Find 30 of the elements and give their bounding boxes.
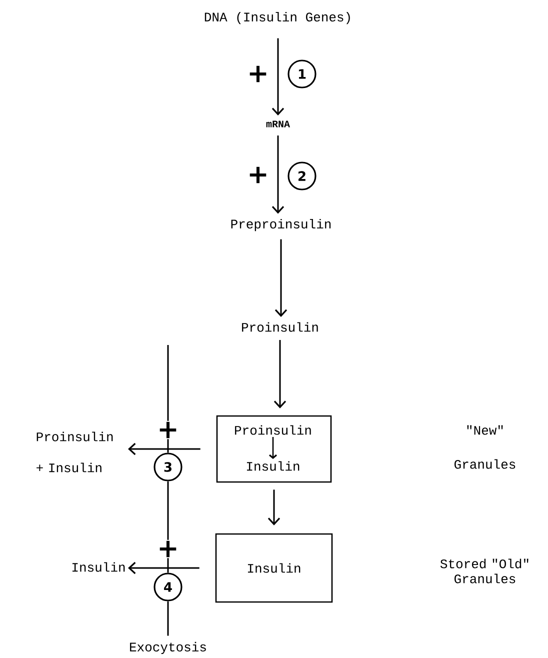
arrow: [128, 442, 200, 456]
arrow: [272, 136, 284, 214]
plus-sign: +: [156, 540, 180, 558]
granule-box: Insulin: [215, 533, 333, 603]
molecule-label: Insulin: [246, 461, 300, 471]
plus-sign: +: [156, 420, 180, 440]
granule-note: Granules: [454, 459, 516, 469]
plus-sign: +: [246, 64, 270, 84]
arrow: [272, 38, 284, 116]
plus-sign: +: [246, 166, 270, 184]
molecule-label: Preproinsulin: [231, 218, 331, 232]
molecule-label: Proinsulin: [235, 425, 311, 435]
gene-label: DNA (Insulin Genes): [204, 12, 350, 24]
step-number: 3: [154, 452, 182, 482]
arrow: [274, 239, 288, 318]
product-label: Insulin: [72, 562, 125, 572]
arrow: [128, 562, 200, 574]
step-number: 2: [288, 162, 316, 190]
arrow: [268, 490, 280, 526]
product-label: Proinsulin + Insulin: [36, 432, 113, 472]
step-number: 1: [288, 60, 316, 88]
granule-note: Stored "Old" Granules: [440, 558, 528, 584]
arrow: [274, 340, 286, 408]
molecule-label: Proinsulin: [242, 322, 318, 332]
molecule-label: mRNA: [266, 120, 290, 128]
process-label: Exocytosis: [130, 642, 206, 654]
granule-box: [216, 415, 332, 483]
arrow: [268, 436, 278, 460]
granule-note: "New": [467, 425, 503, 435]
step-number: 4: [154, 572, 182, 602]
